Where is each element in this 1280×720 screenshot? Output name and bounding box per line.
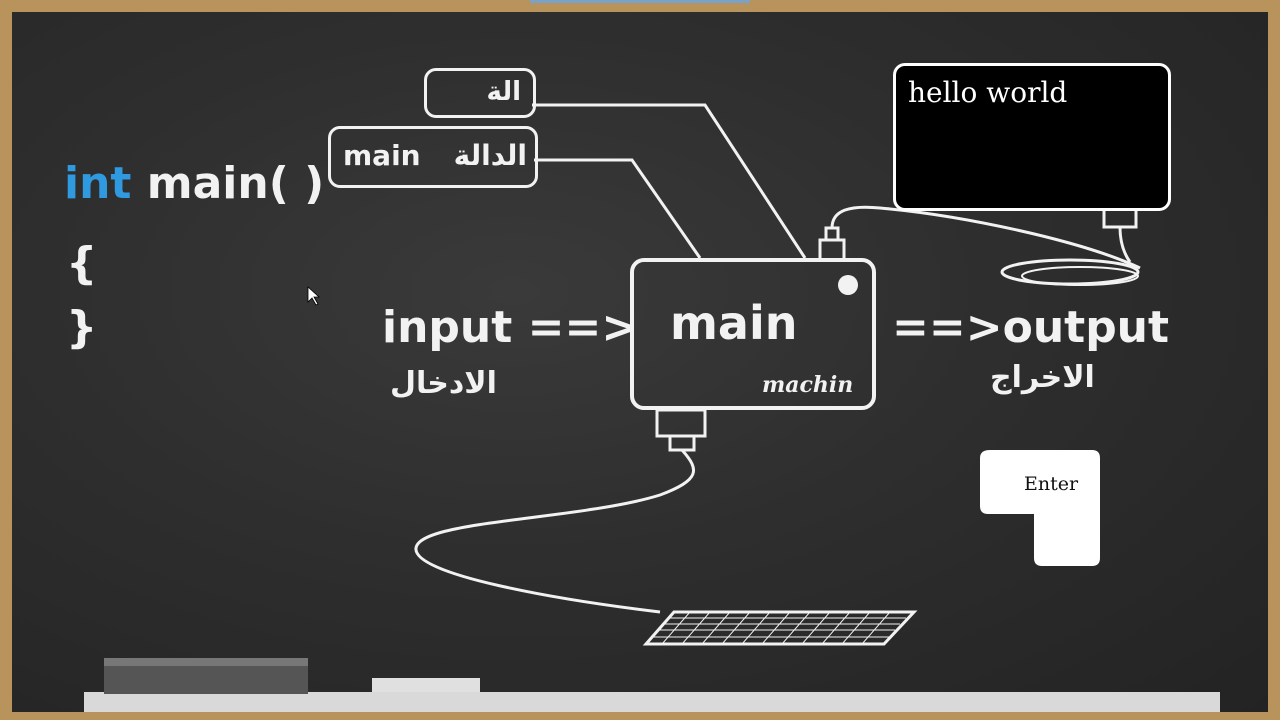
chalk-piece: [372, 678, 480, 692]
cursor-icon: [307, 286, 321, 306]
wire-function-label: [534, 158, 702, 259]
keyboard-cable: [414, 448, 695, 614]
code-close-brace: }: [66, 302, 98, 353]
function-label-box: main الدالة: [328, 126, 538, 188]
output-screen: hello world: [893, 63, 1171, 211]
output-label-ar: الاخراج: [990, 360, 1095, 395]
keyword-int: int: [64, 158, 132, 209]
main-signature: main( ): [131, 158, 325, 209]
function-label-ar: الدالة: [453, 139, 527, 172]
code-line-main: int main( ): [64, 158, 324, 209]
code-open-brace: {: [66, 238, 98, 289]
cable-coil: [1000, 258, 1140, 286]
keyboard: [642, 610, 918, 646]
function-label-en: main: [343, 139, 421, 172]
machine-label-ar: الة: [486, 77, 521, 107]
input-label: input ==>: [382, 302, 639, 353]
top-accent: [530, 0, 750, 3]
machine-subtitle: machin: [762, 372, 854, 398]
output-label: ==>output: [892, 302, 1170, 353]
eraser: [104, 658, 308, 694]
enter-key-label: Enter: [1024, 473, 1079, 495]
screen-output-text: hello world: [908, 76, 1068, 109]
keyboard-grid: [652, 611, 906, 645]
machine-label-box: الة: [424, 68, 536, 118]
enter-key: [980, 450, 1100, 566]
machine-led: [838, 275, 858, 295]
cable-to-screen: [830, 205, 1141, 270]
chalk-tray: [84, 692, 1220, 712]
top-connector: [818, 238, 846, 262]
input-label-ar: الادخال: [390, 366, 497, 401]
machine-title: main: [670, 296, 798, 350]
machine-box: [630, 258, 876, 410]
bottom-connector: [655, 408, 707, 438]
wire-machine-label: [532, 103, 807, 259]
